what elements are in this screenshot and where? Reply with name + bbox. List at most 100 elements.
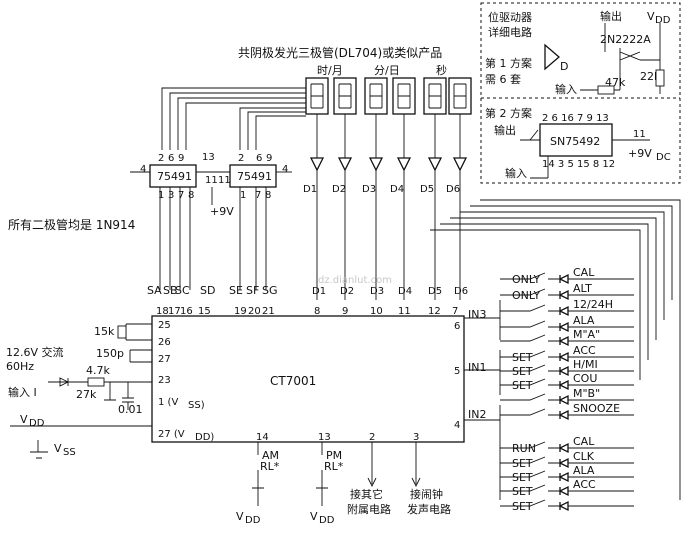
svg-text:SS: SS: [63, 447, 76, 458]
driver1-pin-8: 8: [188, 190, 194, 201]
pin-d5: D5: [428, 286, 442, 297]
diode-label-d3: D3: [362, 184, 376, 195]
inset-title-1: 位驱动器: [488, 10, 532, 24]
svg-text:SS): SS): [188, 400, 205, 411]
ac-input-label: 输入 I: [8, 385, 37, 399]
inset-buffer-icon: [544, 43, 560, 71]
pin-num-16: 16: [180, 306, 193, 317]
switch-row: M"A": [500, 328, 634, 347]
inset-plan2: 第 2 方案: [485, 106, 532, 120]
driver1-pin-11: 11: [205, 175, 218, 186]
pin-num-25: 25: [158, 320, 171, 331]
diode-icon: [558, 321, 569, 333]
pin-num-18: 18: [156, 306, 169, 317]
switch-function-label: CAL: [573, 266, 595, 279]
pin-num-10: 10: [370, 306, 383, 317]
diode-icon: [558, 335, 569, 347]
pin-num-4: 4: [454, 420, 460, 431]
ac-input-freq: 60Hz: [6, 360, 34, 373]
digit-label-sec: 秒: [436, 63, 447, 77]
note-alarm-2: 发声电路: [407, 502, 451, 516]
note-other-1: 接其它: [350, 487, 383, 501]
supply-vdd: V: [20, 413, 28, 426]
r15k-label: 15k: [94, 325, 115, 338]
pin-num-6: 6: [454, 321, 460, 332]
pin-num-19: 19: [234, 306, 247, 317]
svg-text:DD: DD: [29, 418, 45, 429]
driver2-pin-8: 8: [265, 190, 271, 201]
pin-num-14: 14: [256, 432, 269, 443]
main-chip-label: CT7001: [270, 374, 316, 388]
inset-title-2: 详细电路: [488, 25, 532, 39]
inset-transistor: 2N2222A: [600, 33, 651, 46]
inset-plan1: 第 1 方案: [485, 56, 532, 70]
diode-label-d1: D1: [303, 184, 317, 195]
diode-icon: [558, 409, 569, 421]
pin-sd: SD: [200, 284, 215, 297]
pin-num-12: 12: [428, 306, 441, 317]
inset-transistor-wiring: [580, 23, 665, 95]
switch-function-label: CAL: [573, 435, 595, 448]
note-alarm-1: 接闹钟: [410, 487, 443, 501]
diode-icon: [558, 442, 569, 454]
input-bus: [464, 300, 501, 500]
am-vdd: V: [236, 510, 244, 523]
main-chip: [151, 315, 465, 443]
driver2-pin-6: 6: [256, 153, 262, 164]
switch-row: SET COU: [500, 372, 634, 392]
display-title: 共阴极发光三极管(DL704)或类似产品: [238, 45, 442, 60]
pin-in1: IN1: [468, 361, 486, 374]
pin-num-7: 7: [452, 306, 458, 317]
driver-chip-1: [149, 164, 197, 188]
switch-function-label: ACC: [573, 478, 596, 491]
driver1-pin-4: 4: [140, 164, 146, 175]
svg-text:DD: DD: [319, 515, 335, 526]
switch-left-label: SET: [512, 471, 533, 484]
left-component-wiring: [10, 323, 152, 459]
switch-left-label: SET: [512, 379, 533, 392]
driver1-pin-2: 2: [158, 153, 164, 164]
svg-text:DD: DD: [245, 515, 261, 526]
pin-num-21: 21: [262, 306, 275, 317]
switch-left-label: SET: [512, 351, 533, 364]
driver-inset-frame: [480, 2, 681, 184]
pin-num-17: 17: [168, 306, 181, 317]
driver2-pin-2: 2: [238, 153, 244, 164]
switch-function-label: COU: [573, 372, 597, 385]
driver1-pin-1: 1: [158, 190, 164, 201]
pin-num-26: 26: [158, 337, 171, 348]
driver2-pin-7: 7: [255, 190, 261, 201]
switch-row: SET ACC: [500, 344, 634, 364]
segment-bus: [161, 87, 306, 150]
inset-out2: 输出: [494, 123, 516, 137]
pin-d4: D4: [398, 286, 412, 297]
pin-sg: SG: [262, 284, 278, 297]
switch-function-label: ACC: [573, 344, 596, 357]
inset-plan1-qty: 需 6 套: [485, 73, 521, 86]
pin-num-27b: 27 (V: [158, 429, 185, 440]
switch-row: M"B": [500, 387, 634, 406]
driver1-pin-6: 6: [168, 153, 174, 164]
diode-icon: [558, 305, 569, 317]
c001-label: 0.01: [118, 403, 143, 416]
sn-pins-top: 2 6 16 7 9 13: [542, 113, 609, 124]
inset-vdd: V: [647, 10, 655, 23]
pin-num-20: 20: [248, 306, 261, 317]
switch-function-label: CLK: [573, 450, 595, 463]
switch-row: 12/24H: [500, 298, 634, 317]
bottom-pin-wiring: [252, 442, 421, 506]
driver2-pin-4: 4: [282, 164, 288, 175]
pin-num-8: 8: [314, 306, 320, 317]
diode-label-d4: D4: [390, 184, 404, 195]
seven-segment-displays: [305, 77, 472, 115]
pin-num-3: 3: [413, 432, 419, 443]
switch-function-label: H/MI: [573, 358, 598, 371]
svg-text:DC: DC: [656, 152, 671, 163]
pin-num-2: 2: [369, 432, 375, 443]
diode-icon: [558, 273, 569, 285]
switch-left-label: SET: [512, 365, 533, 378]
